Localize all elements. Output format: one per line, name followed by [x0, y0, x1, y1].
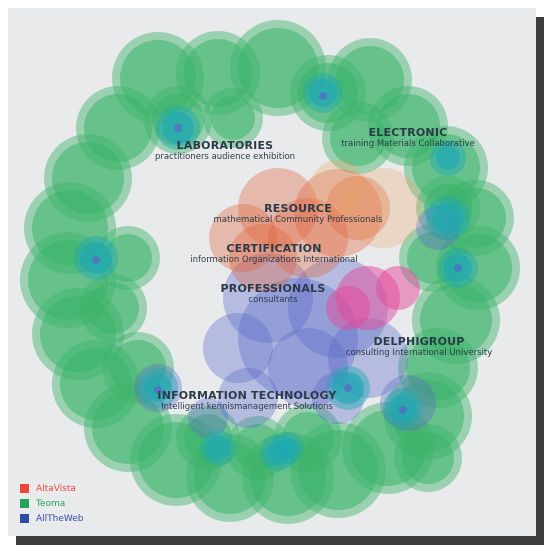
altavista-bubble [238, 168, 318, 248]
altavista-bubble [294, 169, 382, 257]
cluster-label-laboratories[interactable]: LABORATORIES practitioners audience exhi… [155, 139, 295, 162]
cluster-subtitle: practitioners audience exhibition [154, 152, 296, 162]
altavista-bubble [343, 168, 423, 248]
cluster-label-professionals[interactable]: PROFESSIONALS consultants [221, 282, 326, 305]
teoma-bubble [336, 46, 404, 114]
teoma-bubble [238, 28, 318, 108]
alltheweb-bubble [344, 384, 352, 392]
legend-label: Teoma [36, 498, 66, 509]
cluster-label-delphigroup[interactable]: DELPHIGROUP consulting International Uni… [346, 335, 492, 358]
cluster-label-certification[interactable]: CERTIFICATION information Organizations … [190, 242, 357, 265]
alltheweb-bubble [399, 406, 407, 414]
cluster-title: LABORATORIES [176, 139, 274, 152]
teoma-bubble [52, 142, 124, 214]
teoma-bubble [402, 432, 454, 484]
altavista-bubble [268, 198, 348, 278]
legend-item-alltheweb[interactable]: AllTheWeb [20, 511, 84, 526]
teoma-bubble [84, 94, 152, 162]
alltheweb-bubble [203, 313, 273, 383]
cluster-subtitle: Intelligent kennismanagement Solutions [161, 402, 333, 412]
alltheweb-bubble [218, 368, 278, 428]
cluster-subtitle: training Materials Collaborative [341, 139, 475, 149]
visualization-panel: LABORATORIES practitioners audience exhi… [8, 8, 536, 536]
alltheweb-bubble [268, 328, 348, 408]
teal-bubble [436, 146, 460, 170]
altavista-swatch [20, 484, 29, 493]
altavista-bubble [310, 160, 366, 216]
alltheweb-bubble [174, 124, 182, 132]
legend-item-altavista[interactable]: AltaVista [20, 481, 84, 496]
pink-bubble [326, 286, 370, 330]
cluster-title: ELECTRONIC [368, 126, 448, 139]
cluster-subtitle: information Organizations International [190, 255, 358, 265]
teoma-bubble [211, 96, 255, 140]
legend-label: AllTheWeb [36, 513, 84, 524]
cluster-subtitle: consulting International University [345, 348, 493, 358]
alltheweb-bubble [454, 264, 462, 272]
alltheweb-swatch [20, 514, 29, 523]
legend-label: AltaVista [36, 483, 76, 494]
cluster-title: DELPHIGROUP [373, 335, 465, 348]
cluster-title: CERTIFICATION [226, 242, 322, 255]
cluster-subtitle: mathematical Community Professionals [213, 215, 383, 225]
teoma-swatch [20, 499, 29, 508]
cluster-title: PROFESSIONALS [220, 282, 326, 295]
cluster-title: RESOURCE [264, 202, 332, 215]
cluster-subtitle: consultants [248, 295, 298, 305]
alltheweb-bubble [92, 256, 100, 264]
legend: AltaVista Teoma AllTheWeb [20, 481, 84, 526]
cluster-label-resource[interactable]: RESOURCE mathematical Community Professi… [214, 202, 383, 225]
pink-bubble [376, 266, 420, 310]
teoma-bubble [87, 282, 139, 334]
altavista-bubble [229, 224, 297, 292]
teoma-bubble [184, 39, 252, 107]
cluster-label-electronic[interactable]: ELECTRONIC training Materials Collaborat… [341, 126, 475, 149]
teal-bubble [206, 436, 230, 460]
alltheweb-bubble [154, 386, 162, 394]
teal-bubble [432, 202, 464, 234]
teoma-bubble [376, 94, 440, 158]
cluster-title: INFORMATION TECHNOLOGY [157, 389, 337, 402]
altavista-bubble [209, 204, 277, 272]
teoma-bubble [330, 110, 386, 166]
teal-bubble [278, 438, 298, 458]
altavista-bubble [326, 176, 390, 240]
alltheweb-bubble [188, 398, 228, 438]
cluster-map [20, 20, 520, 524]
cluster-label-information-technology[interactable]: INFORMATION TECHNOLOGY Intelligent kenni… [157, 389, 336, 412]
alltheweb-bubble [223, 253, 313, 343]
alltheweb-bubble [319, 92, 327, 100]
legend-item-teoma[interactable]: Teoma [20, 496, 84, 511]
teoma-bubble [104, 234, 152, 282]
bubble-layer [20, 20, 520, 524]
